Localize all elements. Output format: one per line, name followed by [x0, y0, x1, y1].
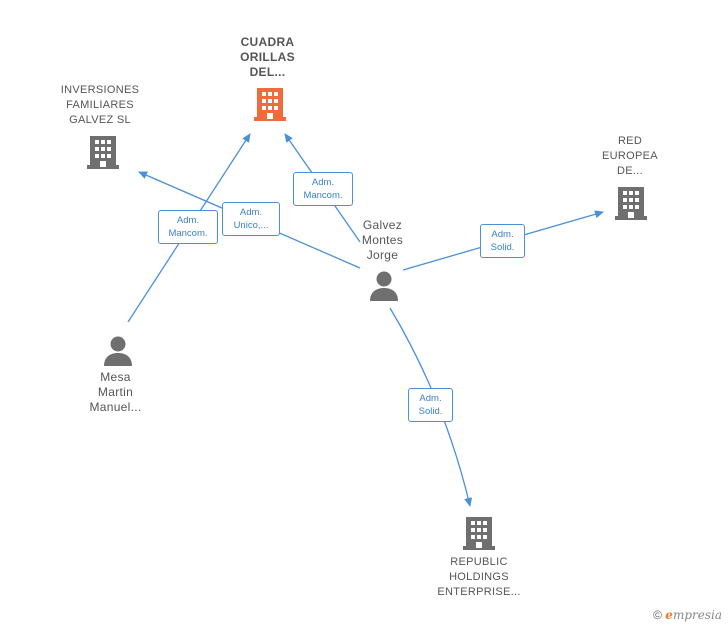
copyright-symbol: © [653, 608, 662, 622]
brand-logo: empresia [665, 608, 722, 622]
building-icon[interactable] [615, 184, 647, 220]
building-icon[interactable] [87, 133, 119, 169]
role-label-galvez-cuadra[interactable]: Adm. Mancom. [293, 172, 353, 206]
brand-logo-text: mpresia [672, 608, 722, 622]
node-label-mesa[interactable]: Mesa Martin Manuel... [89, 370, 142, 414]
role-label-galvez-inversiones[interactable]: Adm. Unico,... [222, 202, 280, 236]
building-icon[interactable] [254, 85, 286, 121]
role-label-galvez-red[interactable]: Adm. Solid. [480, 224, 525, 258]
node-label-galvez[interactable]: Galvez Montes Jorge [361, 218, 404, 262]
role-label-galvez-republic[interactable]: Adm. Solid. [408, 388, 453, 422]
node-label-republic[interactable]: REPUBLIC HOLDINGS ENTERPRISE... [437, 556, 521, 598]
role-label-mesa-cuadra[interactable]: Adm. Mancom. [158, 210, 218, 244]
copyright-notice: © empresia [653, 608, 722, 622]
node-label-red[interactable]: RED EUROPEA DE... [602, 135, 658, 177]
person-icon[interactable] [369, 270, 399, 302]
building-icon[interactable] [463, 514, 495, 550]
node-label-cuadra[interactable]: CUADRA ORILLAS DEL... [240, 35, 295, 79]
brand-logo-e: e [665, 608, 673, 622]
node-label-inversiones[interactable]: INVERSIONES FAMILIARES GALVEZ SL [60, 84, 140, 126]
person-icon[interactable] [103, 335, 133, 367]
